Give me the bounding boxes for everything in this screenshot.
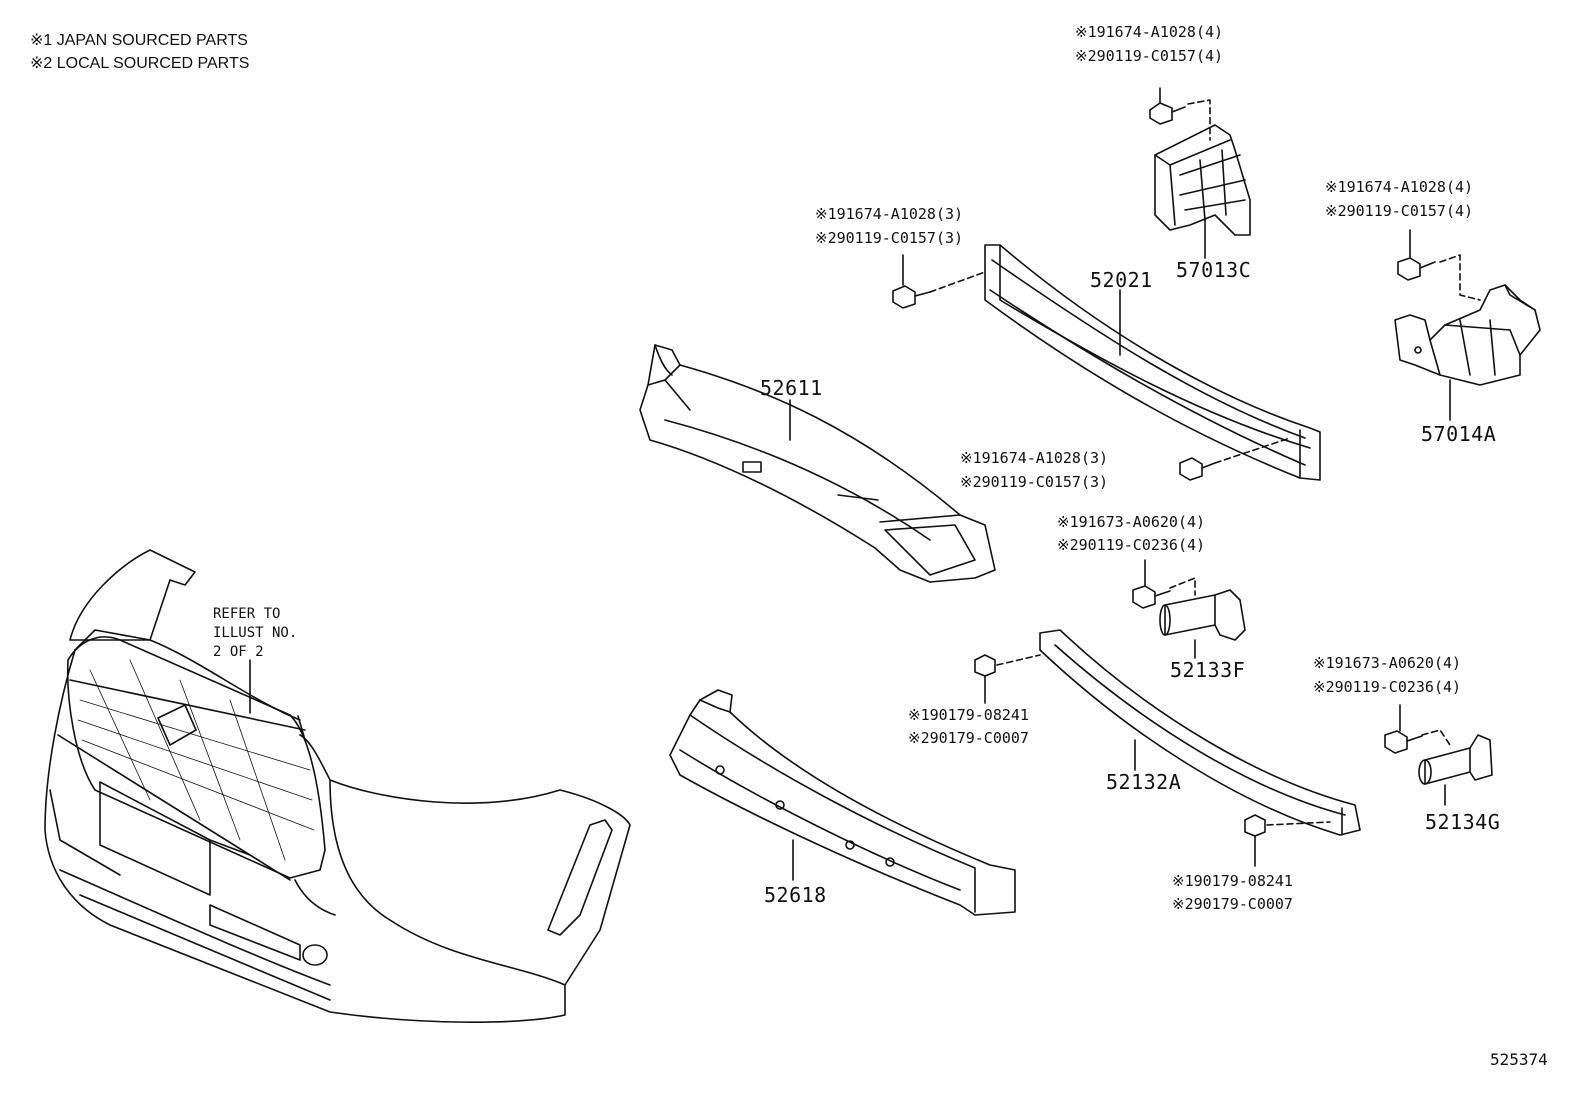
note-local-sourced: ※2 LOCAL SOURCED PARTS (30, 55, 250, 72)
fastener-label: ※290119-C0157(3) (960, 473, 1109, 491)
crash-box-52133F (1160, 590, 1245, 640)
bolt-icon (1398, 258, 1435, 280)
lower-absorber-52618 (670, 690, 1015, 915)
refer-note: REFER TO ILLUST NO. 2 OF 2 (213, 606, 298, 660)
fastener-label: ※191674-A1028(3) (815, 205, 964, 223)
part-number-52618: 52618 (764, 883, 827, 907)
fastener-label: ※191673-A0620(4) (1313, 654, 1462, 672)
bracket-57013C (1155, 125, 1250, 235)
note-japan-sourced: ※1 JAPAN SOURCED PARTS (30, 32, 248, 49)
fastener-label: ※191674-A1028(4) (1325, 178, 1474, 196)
fastener-label: ※290119-C0157(4) (1325, 202, 1474, 220)
fastener-label: ※290119-C0157(3) (815, 229, 964, 247)
part-number-52611: 52611 (760, 376, 823, 400)
fastener-label: ※191674-A1028(3) (960, 449, 1109, 467)
fastener-label: ※191673-A0620(4) (1057, 513, 1206, 531)
fastener-label: ※290119-C0236(4) (1057, 536, 1206, 554)
bolt-icon (893, 286, 930, 308)
part-number-52133F: 52133F (1170, 658, 1246, 682)
bolt-icon (1150, 103, 1185, 124)
part-number-52134G: 52134G (1425, 810, 1501, 834)
bracket-57014A (1395, 285, 1540, 385)
fastener-label: ※190179-08241 (1172, 872, 1293, 890)
part-number-57013C: 57013C (1176, 258, 1252, 282)
illustration-number: 525374 (1490, 1050, 1548, 1069)
fastener-label: ※191674-A1028(4) (1075, 23, 1224, 41)
fastener-label: ※290119-C0236(4) (1313, 678, 1462, 696)
sub-beam-52132A (1040, 630, 1360, 835)
nut-icon (1245, 815, 1265, 836)
fastener-label: ※290179-C0007 (908, 729, 1029, 747)
bolt-icon (1385, 731, 1422, 753)
part-number-52132A: 52132A (1106, 770, 1182, 794)
fastener-label: ※190179-08241 (908, 706, 1029, 724)
crash-box-52134G (1419, 735, 1492, 784)
part-number-57014A: 57014A (1421, 422, 1497, 446)
bolt-icon (1180, 458, 1215, 480)
front-bumper-cover (45, 550, 630, 1022)
fastener-label: ※290119-C0157(4) (1075, 47, 1224, 65)
energy-absorber-52611 (640, 345, 995, 582)
nut-icon (975, 655, 995, 676)
fastener-label: ※290179-C0007 (1172, 895, 1293, 913)
part-number-52021: 52021 (1090, 268, 1153, 292)
